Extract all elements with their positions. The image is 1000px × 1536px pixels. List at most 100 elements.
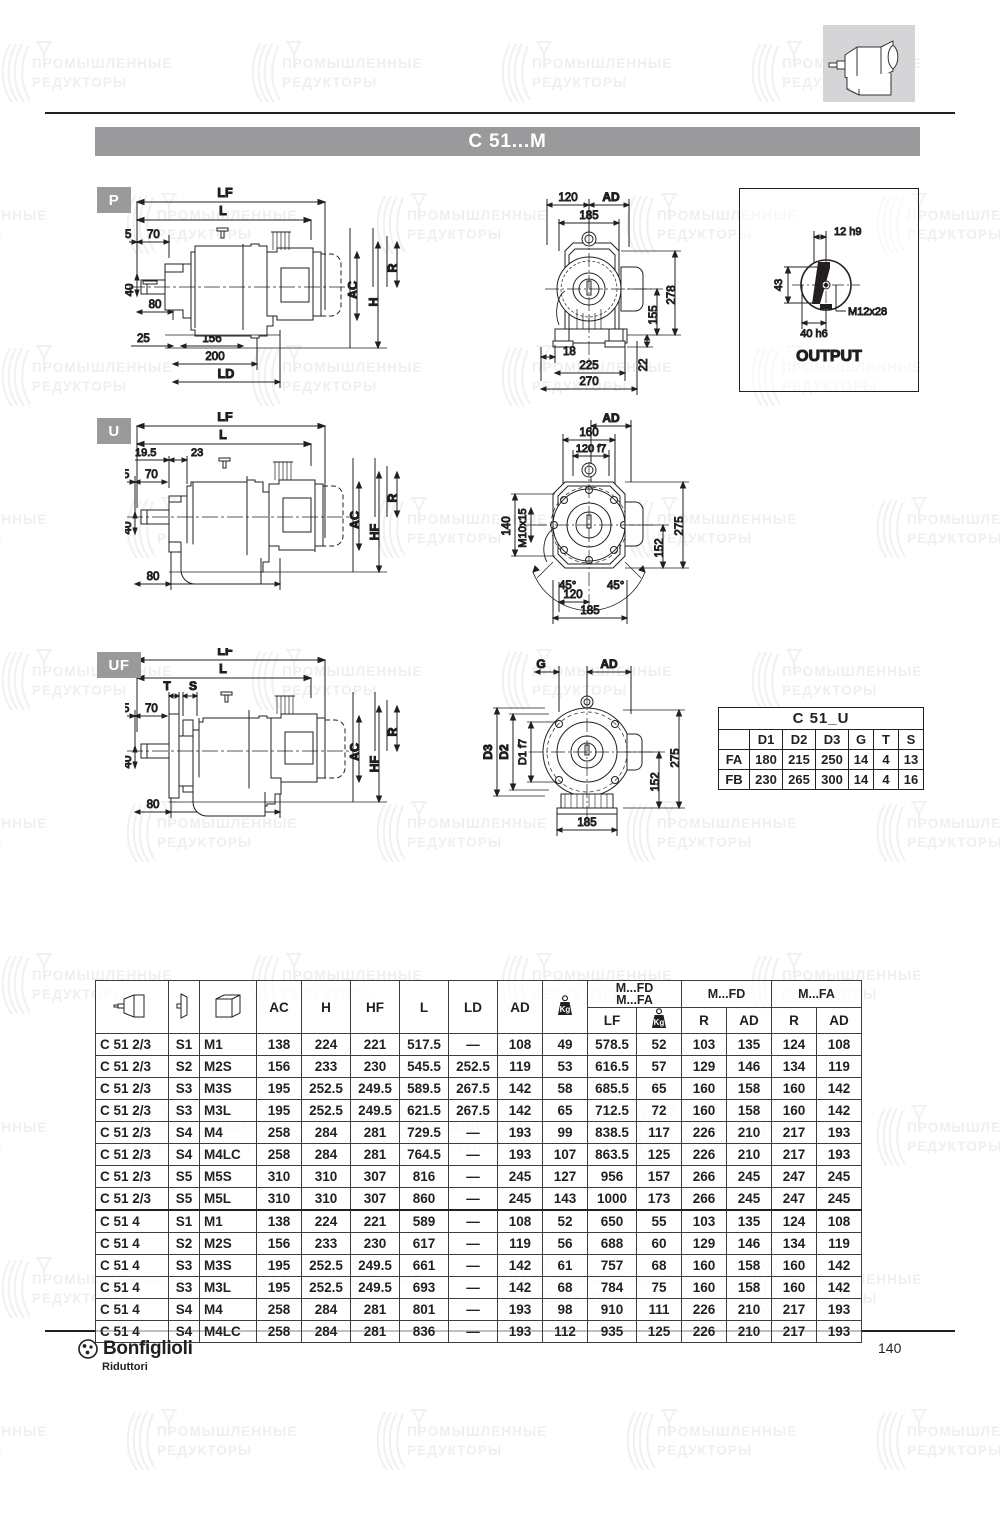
cell-ad1: 158 (726, 1276, 772, 1299)
dim-120f7: 120 f7 (576, 443, 607, 455)
cell-r1: 103 (681, 1209, 727, 1233)
group-header-fa: M...FA (771, 980, 862, 1008)
cell-hf: 281 (350, 1320, 400, 1343)
top-divider (45, 112, 955, 114)
cell-ad1: 135 (726, 1209, 772, 1233)
weight-kg-icon: Kg (647, 1008, 671, 1033)
cu-col-d3: D3 (815, 729, 849, 750)
cell-l: 860 (399, 1187, 449, 1211)
cell-ld: — (448, 1121, 498, 1144)
dim-140: 140 (501, 516, 513, 535)
dim-18: 18 (563, 346, 576, 358)
dim-23: 23 (191, 447, 203, 459)
dim-22: 22 (638, 359, 650, 372)
cell-code: C 51 2/3 (95, 1165, 169, 1188)
dim-u-ad: AD (602, 412, 620, 425)
cell-ad: 142 (497, 1276, 543, 1299)
col-ad: AD (497, 980, 543, 1034)
cell-l: 617 (399, 1232, 449, 1255)
cell-ad1: 210 (726, 1298, 772, 1321)
dim-uf-lf: LF (217, 648, 233, 658)
group-header-fd-fa-line1: M...FD (615, 980, 654, 995)
cu-cell-s: 16 (898, 769, 924, 790)
cu-col-d2: D2 (782, 729, 816, 750)
cell-kg2: 117 (636, 1121, 682, 1144)
cell-ad2: 142 (816, 1254, 862, 1277)
cell-ld: — (448, 1033, 498, 1056)
cell-ad: 245 (497, 1165, 543, 1188)
icon-col-motor-head (199, 980, 257, 1034)
dim-uf-g: G (536, 657, 545, 671)
flange-icon (176, 992, 188, 1019)
cell-hf: 230 (350, 1055, 400, 1078)
cell-kg2: 72 (636, 1099, 682, 1122)
col-ld: LD (448, 980, 498, 1034)
cell-hf: 249.5 (350, 1276, 400, 1299)
dim-225: 225 (579, 360, 598, 372)
cell-l: 589 (399, 1209, 449, 1233)
cell-r2: 160 (771, 1254, 817, 1277)
cell-r2: 217 (771, 1298, 817, 1321)
cell-kg1: 53 (542, 1055, 588, 1078)
cell-kg2: 60 (636, 1232, 682, 1255)
cell-size: S1 (168, 1033, 200, 1056)
main-dimensions-table: AC H HF L LD AD Kg M...FD M...FA M...FD … (95, 980, 862, 1343)
dim-ld: LD (218, 367, 235, 381)
dim-80: 80 (149, 299, 162, 311)
cu-cell-d3: 250 (815, 749, 849, 770)
cell-ad2: 142 (816, 1276, 862, 1299)
group-header-fd-fa-line2: M...FA (616, 993, 653, 1007)
cell-ad: 142 (497, 1077, 543, 1100)
cell-ad1: 210 (726, 1121, 772, 1144)
cell-lf: 935 (587, 1320, 637, 1343)
cell-motor: M3L (199, 1276, 257, 1299)
cell-h: 252.5 (301, 1099, 351, 1122)
dim-185: 185 (579, 210, 598, 222)
cell-ld: — (448, 1298, 498, 1321)
bonfiglioli-circle-icon (78, 1339, 98, 1359)
cell-ac: 258 (256, 1298, 302, 1321)
cell-l: 517.5 (399, 1033, 449, 1056)
cell-lf: 784 (587, 1276, 637, 1299)
cell-code: C 51 2/3 (95, 1055, 169, 1078)
cell-hf: 230 (350, 1232, 400, 1255)
cell-kg1: 143 (542, 1187, 588, 1211)
dim-278: 278 (666, 285, 678, 304)
cell-ad2: 119 (816, 1232, 862, 1255)
cell-kg2: 68 (636, 1254, 682, 1277)
dim-43: 43 (773, 279, 785, 291)
cell-ac: 258 (256, 1320, 302, 1343)
cell-ad2: 108 (816, 1209, 862, 1233)
dim-uf-d3: D3 (483, 744, 495, 760)
cu-cell-t: 4 (873, 769, 899, 790)
col-h: H (301, 980, 351, 1034)
cell-ad2: 108 (816, 1033, 862, 1056)
cell-ad: 193 (497, 1320, 543, 1343)
cell-lf: 685.5 (587, 1077, 637, 1100)
cell-motor: M1 (199, 1033, 257, 1056)
cell-motor: M5S (199, 1165, 257, 1188)
col-r-fa: R (771, 1007, 817, 1034)
dim-uf-d2: D2 (497, 744, 511, 760)
cell-ac: 310 (256, 1187, 302, 1211)
cell-ad: 245 (497, 1187, 543, 1211)
dim-uf-80: 80 (147, 799, 160, 811)
cell-lf: 578.5 (587, 1033, 637, 1056)
col-ad-fa: AD (816, 1007, 862, 1034)
cell-kg2: 125 (636, 1320, 682, 1343)
cell-l: 545.5 (399, 1055, 449, 1078)
cell-size: S5 (168, 1165, 200, 1188)
cell-h: 284 (301, 1298, 351, 1321)
cell-size: S3 (168, 1077, 200, 1100)
cell-ad: 108 (497, 1209, 543, 1233)
